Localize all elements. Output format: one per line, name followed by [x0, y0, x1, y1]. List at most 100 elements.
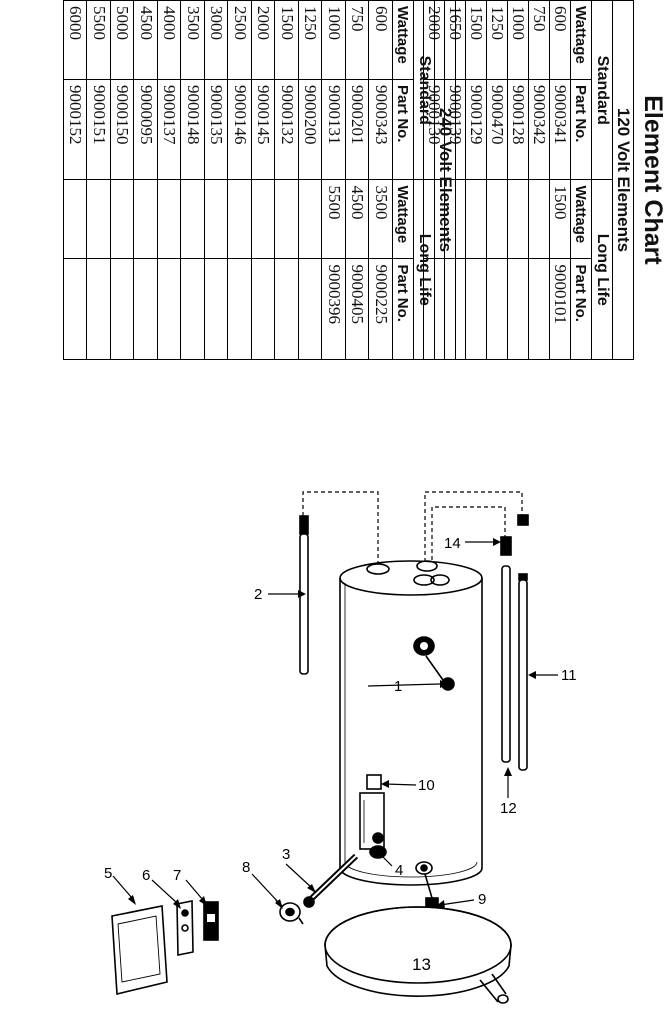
table-240-col-wattage-ll: Wattage [392, 179, 414, 259]
callout-9: 9 [478, 891, 486, 908]
table-cell: 1500 [275, 0, 299, 80]
table-cell: 9000200 [298, 79, 322, 180]
table-cell [528, 179, 550, 259]
table-cell [298, 179, 322, 259]
tank-port-3 [413, 574, 435, 586]
element-chart: Element Chart 120 Volt Elements Standard… [0, 0, 672, 370]
table-cell: 3000 [204, 0, 228, 80]
callout-14: 14 [444, 535, 461, 552]
table-cell: 9000135 [204, 79, 228, 180]
table-cell [204, 179, 228, 259]
callout-labels: 1 2 3 4 5 6 7 8 9 10 11 12 13 14 [104, 535, 577, 974]
table-cell [134, 179, 158, 259]
table-cell [63, 258, 87, 360]
table-cell: 9000470 [486, 79, 508, 180]
table-cell: 9000128 [507, 79, 529, 180]
part-13-drain-pan [324, 906, 512, 1004]
table-240-col-partno-ll: Part No. [392, 258, 414, 360]
table-240-standard-header: Standard [413, 0, 435, 180]
table-cell [275, 179, 299, 259]
table-cell: 750 [345, 0, 369, 80]
callout-8: 8 [242, 859, 250, 876]
table-cell: 9000150 [110, 79, 134, 180]
table-cell: 6000 [63, 0, 87, 80]
table-cell: 9000152 [63, 79, 87, 180]
table-cell [275, 258, 299, 360]
table-cell: 9000101 [549, 258, 571, 360]
callout-10: 10 [418, 777, 435, 794]
table-cell: 4500 [345, 179, 369, 259]
part-8-thermostat [275, 899, 304, 925]
table-cell: 9000201 [345, 79, 369, 180]
table-cell: 9000341 [549, 79, 571, 180]
tank-port-1 [366, 563, 390, 575]
table-cell: 600 [369, 0, 393, 80]
table-cell: 1000 [322, 0, 346, 80]
table-cell: 9000405 [345, 258, 369, 360]
table-240-col-wattage: Wattage [392, 0, 414, 80]
table-cell [157, 179, 181, 259]
drain-opening [415, 861, 433, 875]
tank-port-2 [416, 560, 438, 572]
table-120-standard-header: Standard [591, 0, 613, 180]
dashed-leaders [302, 491, 523, 569]
table-120-col-wattage: Wattage [570, 0, 592, 80]
part-7-block [203, 901, 219, 941]
table-cell: 9000396 [322, 258, 346, 360]
callout-5: 5 [104, 865, 112, 882]
callout-1: 1 [394, 678, 402, 695]
table-cell: 9000095 [134, 79, 158, 180]
table-cell [507, 179, 529, 259]
tank [339, 560, 483, 886]
part-3-element [303, 853, 359, 908]
part-4-gasket [369, 845, 387, 859]
table-cell [251, 179, 275, 259]
table-cell [528, 258, 550, 360]
table-cell: 9000342 [528, 79, 550, 180]
table-cell: 9000145 [251, 79, 275, 180]
callout-12: 12 [500, 800, 517, 817]
part-11-pipe [517, 514, 529, 771]
table-cell: 1500 [549, 179, 571, 259]
callout-7: 7 [173, 867, 181, 884]
table-cell: 9000151 [87, 79, 111, 180]
table-cell: 5000 [110, 0, 134, 80]
part-6-insulation [176, 900, 194, 956]
table-120-col-wattage-ll: Wattage [570, 179, 592, 259]
table-240-volt: 240 Volt Elements Standard Long Life Wat… [63, 0, 456, 360]
rating-label [366, 774, 382, 790]
table-cell: 2500 [228, 0, 252, 80]
table-cell [298, 258, 322, 360]
table-cell [507, 258, 529, 360]
table-cell: 1250 [486, 0, 508, 80]
table-cell: 9000129 [465, 79, 487, 180]
table-cell: 9000131 [322, 79, 346, 180]
table-cell [87, 179, 111, 259]
table-cell: 9000343 [369, 79, 393, 180]
table-cell: 4500 [134, 0, 158, 80]
table-cell: 9000148 [181, 79, 205, 180]
table-cell: 9000225 [369, 258, 393, 360]
table-cell [134, 258, 158, 360]
table-cell [110, 179, 134, 259]
table-240-col-partno: Part No. [392, 79, 414, 180]
tank-port-4 [430, 574, 450, 586]
table-cell [204, 258, 228, 360]
table-240-longlife-header: Long Life [413, 179, 435, 360]
water-heater-parts-diagram: 1 2 3 4 5 6 7 8 9 10 11 12 13 14 [104, 491, 577, 1004]
table-cell: 750 [528, 0, 550, 80]
table-120-longlife-header: Long Life [591, 179, 613, 360]
